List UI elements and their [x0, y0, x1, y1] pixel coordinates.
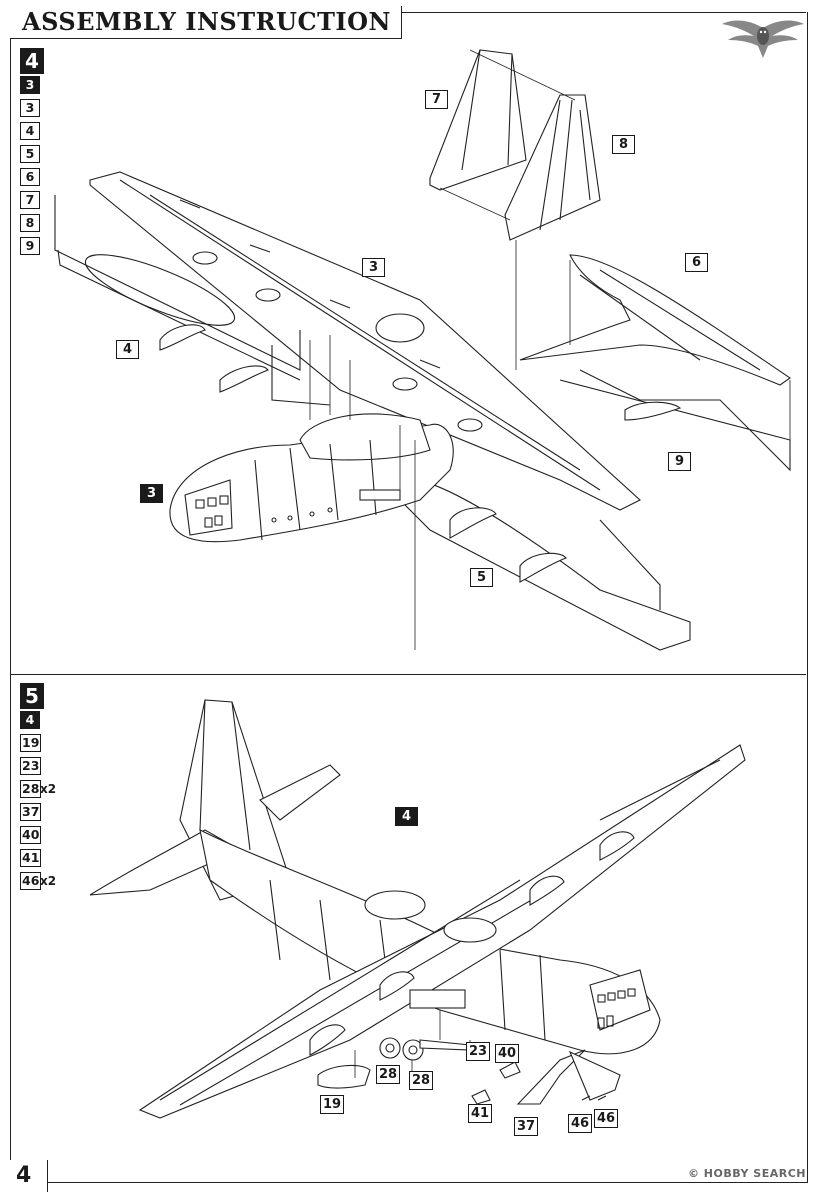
step-4-number: 4: [20, 48, 44, 74]
callout-part-3-fuselage: 3: [140, 484, 163, 503]
step-5-part-46-quantity: x2: [40, 874, 57, 888]
watermark: © HOBBY SEARCH: [687, 1167, 806, 1180]
step-5-part-37: 37: [20, 803, 42, 821]
callout-part-28-b: 28: [409, 1071, 434, 1090]
step-divider: [10, 674, 806, 675]
step-4-part-8: 8: [20, 214, 40, 232]
callout-part-46-b: 46: [594, 1109, 619, 1128]
callout-part-37: 37: [514, 1117, 539, 1136]
callout-part-41: 41: [468, 1104, 493, 1123]
page-frame: [10, 12, 808, 1183]
callout-part-9: 9: [668, 452, 691, 471]
page-title: ASSEMBLY INSTRUCTION: [10, 6, 402, 39]
step-5-part-28-quantity: x2: [40, 782, 57, 796]
step-5-part-28: 28: [20, 780, 42, 798]
step-4-part-7: 7: [20, 191, 40, 209]
callout-part-46-a: 46: [568, 1114, 593, 1133]
top-rule: [350, 12, 806, 13]
callout-assembly-4: 4: [395, 807, 418, 826]
callout-part-7: 7: [425, 90, 448, 109]
callout-part-6: 6: [685, 253, 708, 272]
step-5-part-41: 41: [20, 849, 42, 867]
step-4-part-5: 5: [20, 145, 40, 163]
step-4-part-4: 4: [20, 122, 40, 140]
step-4-part-3-assembly: 3: [20, 76, 40, 94]
step-4-part-9: 9: [20, 237, 40, 255]
step-5-part-23: 23: [20, 757, 42, 775]
callout-part-19: 19: [320, 1095, 345, 1114]
step-5-part-40: 40: [20, 826, 42, 844]
callout-part-40: 40: [495, 1044, 520, 1063]
step-4-part-6: 6: [20, 168, 40, 186]
callout-part-5: 5: [470, 568, 493, 587]
callout-part-8: 8: [612, 135, 635, 154]
owl-logo-icon: [722, 20, 804, 58]
callout-part-4: 4: [116, 340, 139, 359]
page-number: 4: [10, 1160, 48, 1192]
callout-part-28-a: 28: [376, 1065, 401, 1084]
callout-part-23: 23: [466, 1042, 491, 1061]
step-5-part-19: 19: [20, 734, 42, 752]
callout-part-3-wing: 3: [362, 258, 385, 277]
step-5-part-4-assembly: 4: [20, 711, 40, 729]
step-4-part-3: 3: [20, 99, 40, 117]
step-5-part-46: 46: [20, 872, 42, 890]
step-5-number: 5: [20, 683, 44, 709]
